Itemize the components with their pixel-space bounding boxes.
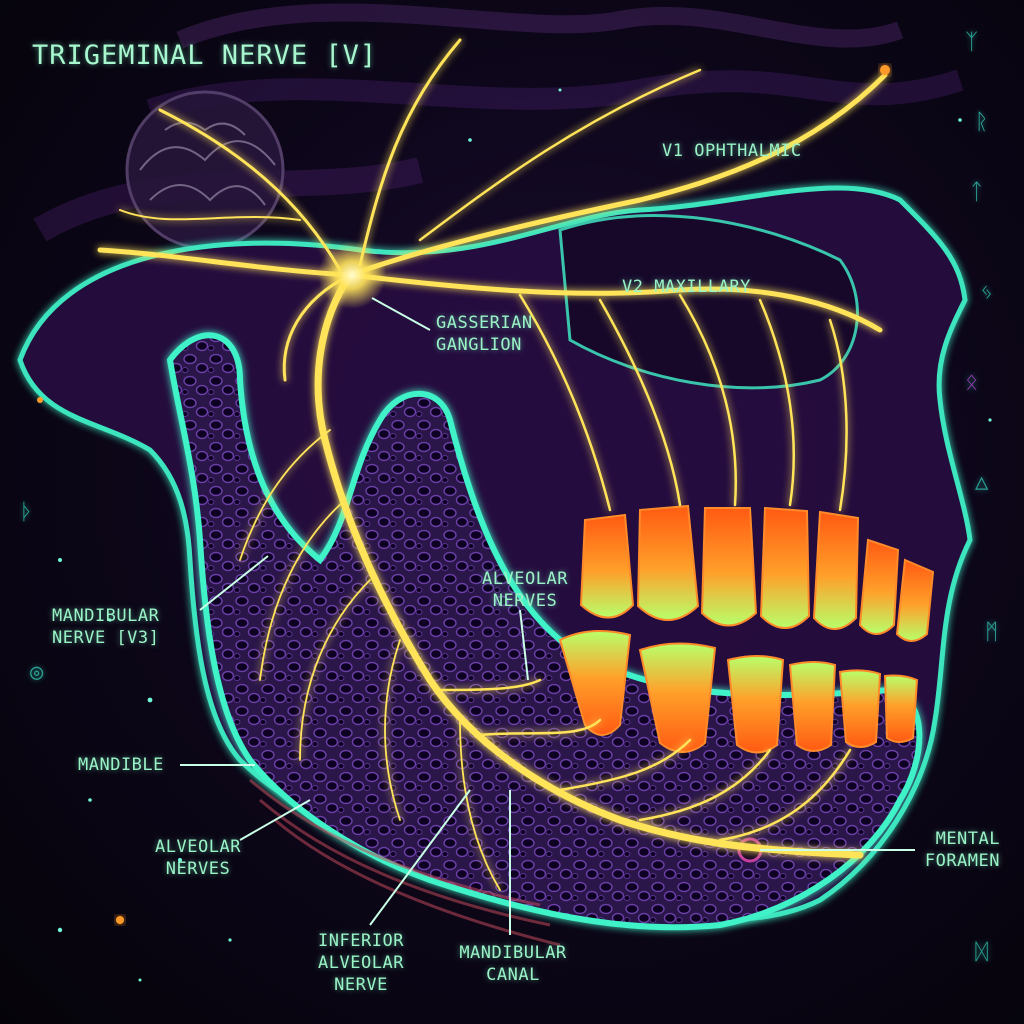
rune-glyph: ᚱ [975,110,989,135]
label-v2-maxillary: V2 MAXILLARY [622,277,751,297]
orange-sparks [37,65,890,924]
trigeminal-nerve-paths [97,38,888,891]
rune-glyph: ᛏ [970,180,984,205]
rune-glyph: ᛟ [965,370,979,395]
rune-glyph: ᛃ [980,280,994,305]
sparkles [57,88,992,982]
label-mandibular-nerve: MANDIBULAR NERVE [V3] [52,606,160,648]
leader-lines [180,297,915,935]
rune-glyph: ◎ [30,660,44,685]
orbit [558,214,859,390]
lower-teeth [558,630,919,754]
label-gasserian-ganglion: GASSERIAN GANGLION [436,313,533,355]
muscle-strands [249,778,561,947]
rune-glyph: ᚦ [20,500,34,525]
rune-glyph: ᛉ [965,30,979,55]
label-alveolar-nerves-lower: ALVEOLAR NERVES [155,837,241,879]
brain-swirls [33,3,964,250]
gasserian-ganglion-glow [318,241,386,309]
label-inferior-alveolar-nerve: INFERIOR ALVEOLAR NERVE [318,931,404,995]
label-alveolar-nerves-upper: ALVEOLAR NERVES [482,569,568,611]
rune-glyph: ᛗ [985,620,999,645]
cerebellum [125,90,285,250]
upper-teeth [579,504,935,642]
label-mandible: MANDIBLE [78,755,164,775]
label-v1-ophthalmic: V1 OPHTHALMIC [662,141,802,161]
rune-glyph: ᛞ [975,940,989,965]
page-title: TRIGEMINAL NERVE [V] [32,40,378,71]
label-mental-foramen: MENTAL FORAMEN [924,829,1000,871]
rune-glyph: △ [975,470,989,495]
label-mandibular-canal: MANDIBULAR CANAL [459,943,567,985]
